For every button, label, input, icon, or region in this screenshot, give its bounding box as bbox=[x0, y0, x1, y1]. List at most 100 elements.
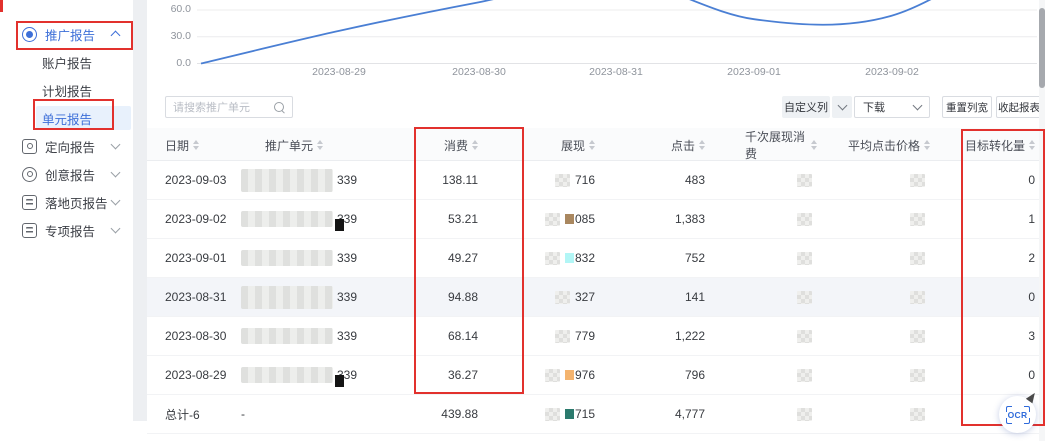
custom-columns-label[interactable]: 自定义列 bbox=[782, 96, 830, 118]
cell-impressions: 085 bbox=[520, 200, 625, 238]
search-icon bbox=[274, 102, 284, 112]
redacted-value-block bbox=[797, 329, 812, 343]
column-header-cpm[interactable]: 千次展现消费 bbox=[745, 128, 817, 162]
scrollbar-thumb[interactable] bbox=[1039, 8, 1045, 88]
download-dropdown[interactable]: 下载 bbox=[854, 96, 930, 118]
sidebar-item-unit-report[interactable]: 单元报告 bbox=[0, 104, 133, 132]
chevron-down-icon[interactable] bbox=[110, 195, 121, 206]
custom-columns-button[interactable]: 自定义列 bbox=[782, 96, 852, 118]
sidebar-item-label: 定向报告 bbox=[45, 140, 96, 155]
redaction-mark bbox=[564, 214, 574, 224]
redacted-value-block bbox=[910, 212, 925, 226]
redacted-unit-name bbox=[241, 211, 344, 231]
cell-avg-cpc bbox=[845, 317, 963, 355]
landing-page-report-icon bbox=[22, 194, 37, 210]
sidebar-item-label: 创意报告 bbox=[45, 168, 96, 183]
cell-avg-cpc bbox=[845, 200, 963, 238]
sort-icon[interactable] bbox=[811, 140, 817, 150]
scrollbar-track[interactable] bbox=[1039, 0, 1045, 441]
sidebar-item-plan-report[interactable]: 计划报告 bbox=[0, 76, 133, 104]
redacted-unit-name bbox=[241, 250, 333, 266]
redacted-value-block bbox=[910, 329, 925, 343]
redacted-value-block bbox=[544, 251, 560, 265]
cell-avg-cpc bbox=[845, 239, 963, 277]
collapse-report-button[interactable]: 收起报表 bbox=[996, 96, 1042, 118]
sort-icon[interactable] bbox=[924, 140, 930, 150]
sidebar-item-special-report[interactable]: 专项报告 bbox=[0, 216, 133, 244]
sidebar-item-label: 落地页报告 bbox=[45, 196, 108, 211]
reset-column-width-label: 重置列宽 bbox=[946, 101, 988, 114]
sort-icon[interactable] bbox=[193, 140, 199, 150]
cell-conversions: 3 bbox=[1028, 329, 1035, 343]
column-header-cost[interactable]: 消费 bbox=[444, 137, 478, 154]
main-content: 60.0 30.0 0.0 2023-08-29 2023-08-30 2023… bbox=[147, 0, 1045, 441]
x-axis-tick: 2023-08-31 bbox=[589, 66, 643, 78]
redacted-value-block bbox=[554, 329, 570, 343]
cell-avg-cpc bbox=[845, 278, 963, 316]
search-input[interactable]: 请搜索推广单元 bbox=[165, 96, 293, 118]
cell-cpm bbox=[745, 200, 845, 238]
column-header-target-conversions[interactable]: 目标转化量 bbox=[965, 137, 1035, 154]
redacted-value-block bbox=[910, 290, 925, 304]
cell-clicks: 4,777 bbox=[674, 407, 705, 421]
cell-clicks: 752 bbox=[684, 251, 705, 265]
x-axis-tick: 2023-09-02 bbox=[865, 66, 919, 78]
chevron-down-icon[interactable] bbox=[110, 223, 121, 234]
sidebar-item-landing-page-report[interactable]: 落地页报告 bbox=[0, 188, 133, 216]
ocr-label: OCR bbox=[1007, 409, 1028, 420]
sidebar-item-targeting-report[interactable]: 定向报告 bbox=[0, 132, 133, 160]
column-header-clicks[interactable]: 点击 bbox=[671, 137, 705, 154]
cell-conversions: 0 bbox=[1028, 173, 1035, 187]
cell-cost: 94.88 bbox=[447, 290, 478, 304]
sidebar-item-account-report[interactable]: 账户报告 bbox=[0, 48, 133, 76]
column-header-impressions[interactable]: 展现 bbox=[561, 137, 595, 154]
reset-column-width-button[interactable]: 重置列宽 bbox=[942, 96, 992, 118]
chevron-down-icon[interactable] bbox=[110, 167, 121, 178]
cell-cost: 439.88 bbox=[441, 407, 478, 421]
sort-icon[interactable] bbox=[589, 140, 595, 150]
sort-icon[interactable] bbox=[472, 140, 478, 150]
chevron-down-icon bbox=[912, 100, 923, 111]
cell-date: 2023-09-02 bbox=[165, 212, 227, 226]
x-axis-tick: 2023-08-29 bbox=[312, 66, 366, 78]
cell-impressions: 327 bbox=[520, 278, 625, 316]
cell-date: 2023-09-03 bbox=[165, 173, 227, 187]
cell-conversions: 1 bbox=[1028, 212, 1035, 226]
custom-columns-dropdown[interactable] bbox=[832, 96, 852, 118]
cell-cpm bbox=[745, 239, 845, 277]
chevron-down-icon bbox=[837, 100, 847, 111]
sidebar-item-promotion-report[interactable]: 推广报告 bbox=[0, 20, 133, 48]
sidebar-menu: 推广报告 账户报告 计划报告 单元报告 定向报告 创意报告 bbox=[0, 20, 133, 244]
sidebar-item-label: 推广报告 bbox=[45, 28, 96, 43]
chevron-down-icon[interactable] bbox=[110, 139, 121, 150]
column-header-unit[interactable]: 推广单元 bbox=[265, 137, 323, 154]
consumption-trend-chart: 60.0 30.0 0.0 2023-08-29 2023-08-30 2023… bbox=[147, 0, 1045, 85]
sidebar-divider bbox=[133, 0, 147, 421]
sort-icon[interactable] bbox=[317, 140, 323, 150]
cell-cost: 49.27 bbox=[447, 251, 478, 265]
redacted-value-block bbox=[544, 368, 560, 382]
chevron-up-icon[interactable] bbox=[110, 30, 121, 41]
column-header-date[interactable]: 日期 bbox=[165, 137, 199, 154]
column-header-avg-cpc[interactable]: 平均点击价格 bbox=[848, 137, 930, 154]
cell-impressions: 832 bbox=[520, 239, 625, 277]
cell-cost: 68.14 bbox=[447, 329, 478, 343]
sort-icon[interactable] bbox=[699, 140, 705, 150]
sidebar-item-creative-report[interactable]: 创意报告 bbox=[0, 160, 133, 188]
creative-report-icon bbox=[22, 166, 37, 182]
sort-icon[interactable] bbox=[1029, 140, 1035, 150]
chart-line-series bbox=[200, 0, 932, 65]
redacted-value-block bbox=[910, 251, 925, 265]
ocr-badge[interactable]: OCR bbox=[999, 396, 1036, 433]
cell-cost: 36.27 bbox=[447, 368, 478, 382]
cell-unit: 339 bbox=[235, 161, 415, 199]
redacted-value-block bbox=[554, 290, 570, 304]
cell-clicks: 796 bbox=[684, 368, 705, 382]
redaction-mark bbox=[335, 219, 344, 231]
